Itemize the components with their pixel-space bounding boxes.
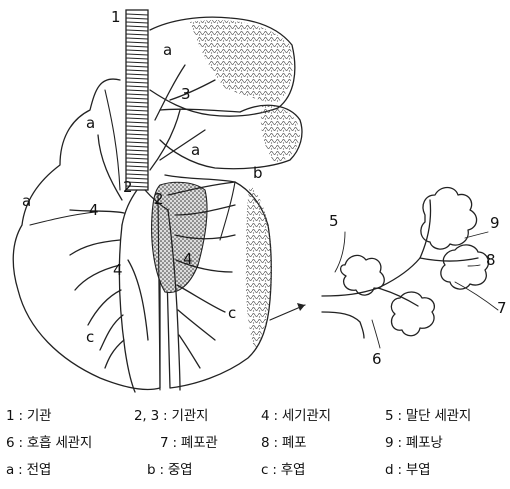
alveolar-cluster-lower <box>391 292 434 336</box>
callout-5: 5 <box>329 212 339 230</box>
legend-row-2: 6 : 호흡 세관지 7 : 폐포관 8 : 폐포 9 : 폐포낭 <box>0 431 510 453</box>
legend-item: b : 중엽 <box>147 458 192 478</box>
trachea-ring <box>126 70 148 71</box>
callout-6: 6 <box>372 350 382 368</box>
trachea-ring <box>126 58 148 59</box>
right-cranial-lobe-stipple <box>190 20 293 104</box>
legend: 1 : 기관 2, 3 : 기관지 4 : 세기관지 5 : 말단 세관지 6 … <box>0 402 510 488</box>
alveolar-cluster-left <box>341 255 385 295</box>
trachea-ring <box>126 86 148 87</box>
trachea-ring <box>126 46 148 47</box>
trachea-ring <box>126 90 148 91</box>
callout-7: 7 <box>497 299 507 317</box>
callout-8: 8 <box>486 251 496 269</box>
trachea-ring <box>126 22 148 23</box>
legend-row-1: 1 : 기관 2, 3 : 기관지 4 : 세기관지 5 : 말단 세관지 <box>0 404 510 426</box>
legend-item: 9 : 폐포낭 <box>385 431 443 451</box>
callout-leaders <box>335 232 498 348</box>
trachea-ring <box>126 170 148 171</box>
callout-3: 3 <box>181 85 191 103</box>
right-caudal-lobe-inner <box>220 182 235 240</box>
callout-2a: 2 <box>123 178 133 196</box>
trachea-ring <box>126 126 148 127</box>
magnification-arrowhead <box>297 303 305 311</box>
trachea-ring <box>126 150 148 151</box>
alveolar-sac-detail <box>322 188 489 339</box>
trachea-ring <box>126 138 148 139</box>
legend-item: 5 : 말단 세관지 <box>385 404 471 424</box>
legend-row-3: a : 전엽 b : 중엽 c : 후엽 d : 부엽 <box>0 458 510 480</box>
callout-4b: 4 <box>183 250 193 268</box>
trachea-ring <box>126 142 148 143</box>
trachea-ring <box>126 82 148 83</box>
legend-item: 4 : 세기관지 <box>261 404 331 424</box>
callout-4c: 4 <box>113 261 123 279</box>
trachea-ring <box>126 94 148 95</box>
trachea-ring <box>126 110 148 111</box>
trachea <box>126 10 148 190</box>
trachea-ring <box>126 114 148 115</box>
legend-item: c : 후엽 <box>261 458 305 478</box>
callout-9: 9 <box>490 214 500 232</box>
legend-item: 1 : 기관 <box>6 404 51 424</box>
trachea-ring <box>126 30 148 31</box>
trachea-ring <box>126 42 148 43</box>
callout-a3: a <box>191 141 200 159</box>
trachea-ring <box>126 74 148 75</box>
trachea-ring <box>126 66 148 67</box>
alveolar-cluster-upper <box>421 188 477 250</box>
callout-a4: a <box>22 192 31 210</box>
legend-item: a : 전엽 <box>6 458 51 478</box>
trachea-ring <box>126 62 148 63</box>
callout-c2: c <box>86 328 94 346</box>
legend-item: d : 부엽 <box>385 458 430 478</box>
trachea-ring <box>126 166 148 167</box>
trachea-ring <box>126 106 148 107</box>
trachea-ring <box>126 146 148 147</box>
trachea-ring <box>126 154 148 155</box>
lung-anatomy-figure: 1 2 2 3 4 4 4 5 6 7 8 9 a a a a b c c <box>0 0 510 400</box>
trachea-ring <box>126 50 148 51</box>
trachea-ring <box>126 158 148 159</box>
left-lobe-boundary-caudal <box>105 90 120 190</box>
callout-c1: c <box>228 304 236 322</box>
legend-item: 2, 3 : 기관지 <box>134 404 208 424</box>
legend-item: 7 : 폐포관 <box>160 431 218 451</box>
trachea-ring <box>126 38 148 39</box>
trachea-ring <box>126 26 148 27</box>
trachea-ring <box>126 34 148 35</box>
alveolar-cluster-right <box>441 245 489 289</box>
callout-a1: a <box>163 41 172 59</box>
callout-a2: a <box>86 114 95 132</box>
legend-item: 6 : 호흡 세관지 <box>6 431 92 451</box>
trachea-ring <box>126 134 148 135</box>
callout-2b: 2 <box>154 190 164 208</box>
left-lobe-boundary-cranial <box>30 212 95 225</box>
trachea-ring <box>126 18 148 19</box>
trachea-ring <box>126 118 148 119</box>
trachea-ring <box>126 14 148 15</box>
callout-4a: 4 <box>89 201 99 219</box>
trachea-ring <box>126 54 148 55</box>
trachea-ring <box>126 162 148 163</box>
trachea-ring <box>126 174 148 175</box>
trachea-ring <box>126 102 148 103</box>
trachea-ring <box>126 78 148 79</box>
callout-b1: b <box>253 164 263 182</box>
callout-1: 1 <box>111 8 121 26</box>
legend-item: 8 : 폐포 <box>261 431 306 451</box>
trachea-ring <box>126 122 148 123</box>
trachea-ring <box>126 98 148 99</box>
right-caudal-lobe-stipple <box>246 185 272 350</box>
trachea-ring <box>126 130 148 131</box>
